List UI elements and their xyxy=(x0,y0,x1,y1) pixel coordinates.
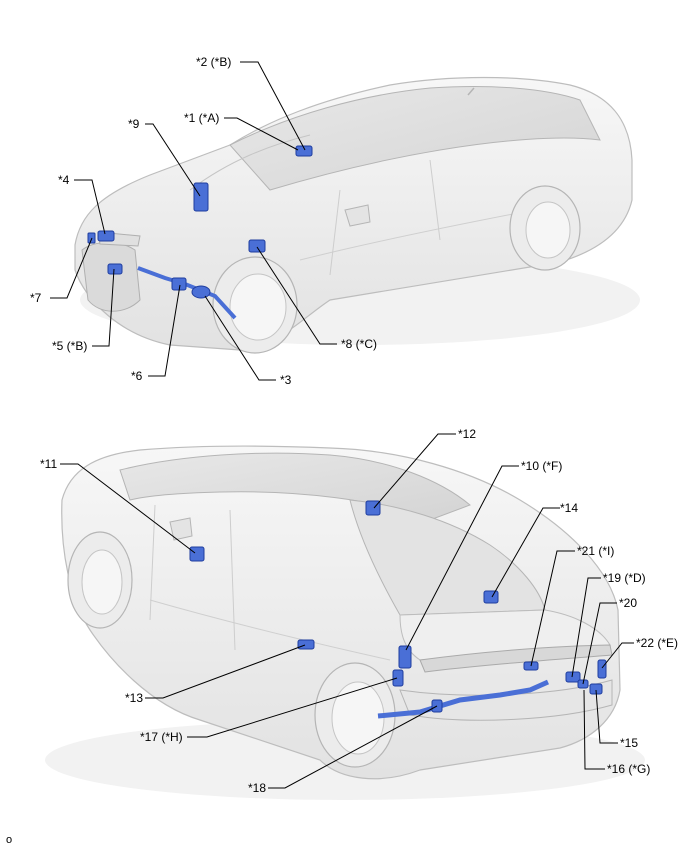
component-part-8 xyxy=(248,239,266,253)
callout-14: *14 xyxy=(560,501,578,515)
component-part-1 xyxy=(295,145,313,157)
callout-21: *21 (*I) xyxy=(577,544,614,558)
callout-20: *20 xyxy=(619,596,637,610)
top-car-illustration xyxy=(74,76,640,354)
callout-8: *8 (*C) xyxy=(341,337,377,351)
callout-4: *4 xyxy=(58,173,70,187)
callout-6: *6 xyxy=(131,369,143,383)
callout-18: *18 xyxy=(248,781,266,795)
bottom-car-illustration xyxy=(45,445,645,800)
component-part-17 xyxy=(392,669,404,687)
component-part-18 xyxy=(377,679,550,719)
callout-12: *12 xyxy=(458,427,476,441)
bottom-callouts: *11 *12 *10 (*F) *14 *21 (*I) *19 (*D) *… xyxy=(40,427,678,795)
callout-15: *15 xyxy=(620,736,638,750)
callout-13: *13 xyxy=(125,691,143,705)
component-part-14 xyxy=(483,590,499,604)
callout-11: *11 xyxy=(40,457,57,471)
callout-7: *7 xyxy=(30,291,42,305)
component-part-11 xyxy=(189,546,205,562)
callout-19: *19 (*D) xyxy=(603,571,646,585)
component-part-22 xyxy=(597,659,607,679)
top-components xyxy=(87,145,313,320)
callout-17: *17 (*H) xyxy=(140,730,183,744)
bottom-leader-lines xyxy=(60,433,634,789)
callout-10: *10 (*F) xyxy=(521,459,562,473)
component-part-5 xyxy=(107,263,123,275)
callout-22: *22 (*E) xyxy=(636,636,678,650)
top-callouts: *2 (*B) *1 (*A) *9 *4 *7 *5 (*B) *6 *3 *… xyxy=(30,55,377,387)
component-part-10 xyxy=(398,645,412,669)
figure-code: o xyxy=(6,834,13,846)
component-part-3 xyxy=(191,285,211,299)
callout-16: *16 (*G) xyxy=(607,762,650,776)
component-part-13 xyxy=(297,639,315,650)
callout-3: *3 xyxy=(280,373,292,387)
callout-5: *5 (*B) xyxy=(52,339,87,353)
component-part-4 xyxy=(97,230,115,242)
callout-1: *1 (*A) xyxy=(184,111,219,125)
top-leader-lines xyxy=(50,61,337,381)
component-part-9 xyxy=(193,182,209,212)
callout-9: *9 xyxy=(128,117,140,131)
callout-2: *2 (*B) xyxy=(196,55,231,69)
